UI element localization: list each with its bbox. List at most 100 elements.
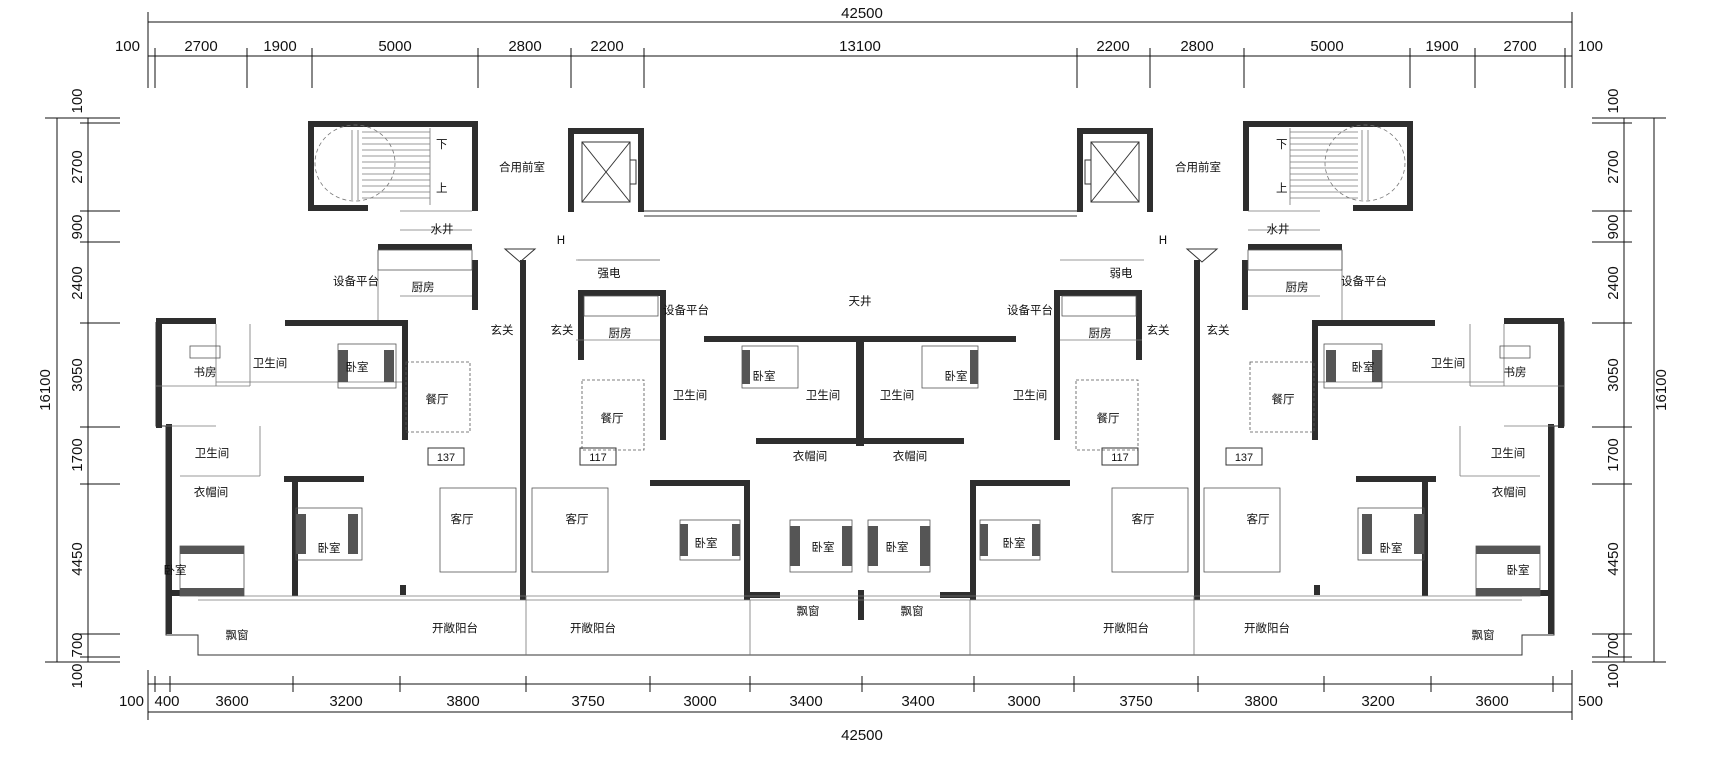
label-bedroom-rc-c: 卧室: [886, 540, 909, 554]
label-baywindow-rc: 飘窗: [901, 604, 924, 618]
label-balcony-lc: 开敞阳台: [570, 621, 616, 635]
top-dim-7: 13100: [839, 38, 881, 55]
label-dining-left: 餐厅: [426, 392, 449, 406]
label-water-shaft-left: 水井: [431, 222, 454, 236]
left-dim-2: 2700: [69, 150, 86, 183]
label-baywindow-left: 飘窗: [226, 628, 249, 642]
left-stair: 下 上: [314, 124, 448, 205]
room-labels: 合用前室 水井 设备平台 厨房 书房 卫生间 卧室 餐厅 玄关 卫生间 衣帽间 …: [164, 160, 1530, 642]
right-dim-3: 900: [1605, 214, 1622, 239]
label-cloakroom-right: 衣帽间: [1492, 485, 1527, 499]
bottom-dim-15: 500: [1578, 693, 1603, 710]
top-total-dim: 42500: [841, 5, 883, 22]
label-equipment-platform-right: 设备平台: [1341, 274, 1387, 288]
label-entrance-rc: 玄关: [1147, 323, 1170, 337]
label-kitchen-right: 厨房: [1286, 280, 1309, 294]
label-bathroom-lc-b: 卫生间: [806, 388, 841, 402]
right-elevator: [1084, 141, 1140, 203]
area-tag-4: 137: [1235, 452, 1253, 464]
label-cloakroom-rc: 衣帽间: [893, 449, 928, 463]
h-mark-left: H: [557, 233, 566, 247]
label-living-right: 客厅: [1247, 512, 1270, 526]
label-bathroom-right-a: 卫生间: [1431, 356, 1466, 370]
top-dim-9: 2800: [1180, 38, 1213, 55]
right-dim-8: 700: [1605, 632, 1622, 657]
label-bedroom-right-c: 卧室: [1507, 563, 1530, 577]
bottom-dim-10: 3000: [1007, 693, 1040, 710]
stair-down-label: 下: [436, 137, 448, 151]
bottom-dim-5: 3800: [446, 693, 479, 710]
label-kitchen-left: 厨房: [412, 280, 435, 294]
bottom-dim-1: 100: [119, 693, 144, 710]
label-study-right: 书房: [1504, 365, 1527, 379]
label-living-rc: 客厅: [1132, 512, 1155, 526]
bottom-dim-ticks: [154, 676, 1554, 692]
left-dim-8: 700: [69, 632, 86, 657]
left-dim-6: 1700: [69, 438, 86, 471]
label-living-lc: 客厅: [566, 512, 589, 526]
left-elevator: [581, 141, 637, 203]
top-dim-6: 2200: [590, 38, 623, 55]
stair-up-label: 上: [436, 181, 448, 195]
interior-lines: [156, 210, 1564, 655]
label-bedroom-right-a: 卧室: [1352, 360, 1375, 374]
label-bathroom-rc-b: 卫生间: [880, 388, 915, 402]
label-equipment-platform-lc: 设备平台: [663, 303, 709, 317]
label-bedroom-left-b: 卧室: [318, 541, 341, 555]
label-bedroom-lc-a: 卧室: [753, 369, 776, 383]
label-entrance-right: 玄关: [1207, 323, 1230, 337]
label-kitchen-lc: 厨房: [609, 326, 632, 340]
label-bathroom-lc: 卫生间: [673, 388, 708, 402]
lobby-markers: H H: [503, 233, 1219, 263]
unit-area-tags: 137 117 117 137: [427, 447, 1263, 466]
label-balcony-left: 开敞阳台: [432, 621, 478, 635]
label-dining-rc: 餐厅: [1097, 411, 1120, 425]
label-dining-right: 餐厅: [1272, 392, 1295, 406]
top-dim-2: 2700: [184, 38, 217, 55]
bottom-dim-3: 3600: [215, 693, 248, 710]
label-water-shaft-right: 水井: [1267, 222, 1290, 236]
label-bedroom-left-c: 卧室: [164, 563, 187, 577]
label-cloakroom-lc: 衣帽间: [793, 449, 828, 463]
bottom-dim-14: 3600: [1475, 693, 1508, 710]
area-tag-1: 137: [437, 452, 455, 464]
left-dim-7: 4450: [69, 542, 86, 575]
label-baywindow-lc: 飘窗: [797, 604, 820, 618]
top-dim-5: 2800: [508, 38, 541, 55]
top-dim-8: 2200: [1096, 38, 1129, 55]
bottom-dim-12: 3800: [1244, 693, 1277, 710]
stair-up-label-right: 上: [1276, 181, 1288, 195]
label-courtyard: 天井: [849, 294, 872, 308]
top-dim-12: 2700: [1503, 38, 1536, 55]
bottom-dim-8: 3400: [789, 693, 822, 710]
label-bathroom-right-b: 卫生间: [1491, 446, 1526, 460]
right-dim-4: 2400: [1605, 266, 1622, 299]
top-dim-11: 1900: [1425, 38, 1458, 55]
label-bathroom-left-b: 卫生间: [195, 446, 230, 460]
bottom-total-dim: 42500: [841, 727, 883, 744]
stair-down-label-right: 下: [1276, 137, 1288, 151]
furniture: [179, 249, 1541, 597]
label-entrance-left: 玄关: [491, 323, 514, 337]
right-dim-1: 100: [1605, 88, 1622, 113]
label-kitchen-rc: 厨房: [1089, 326, 1112, 340]
label-balcony-right: 开敞阳台: [1244, 621, 1290, 635]
bottom-dimension-chain: 42500 100 400 3600 3200 3800 3750 3000 3…: [119, 670, 1603, 744]
bottom-dim-6: 3750: [571, 693, 604, 710]
label-bathroom-left-a: 卫生间: [253, 356, 288, 370]
right-stair: 下 上: [1276, 124, 1406, 205]
left-total-dim: 16100: [37, 369, 54, 411]
top-dim-1: 100: [115, 38, 140, 55]
label-bathroom-rc: 卫生间: [1013, 388, 1048, 402]
label-weak-power: 弱电: [1110, 266, 1133, 280]
right-total-dim: 16100: [1653, 369, 1670, 411]
right-dim-5: 3050: [1605, 358, 1622, 391]
label-equipment-platform-left: 设备平台: [333, 274, 379, 288]
label-shared-lobby-right: 合用前室: [1175, 160, 1221, 174]
label-shared-lobby-left: 合用前室: [499, 160, 545, 174]
right-dim-6: 1700: [1605, 438, 1622, 471]
bottom-dim-13: 3200: [1361, 693, 1394, 710]
bottom-dim-11: 3750: [1119, 693, 1152, 710]
right-dim-9: 100: [1605, 663, 1622, 688]
label-strong-power: 强电: [598, 266, 621, 280]
